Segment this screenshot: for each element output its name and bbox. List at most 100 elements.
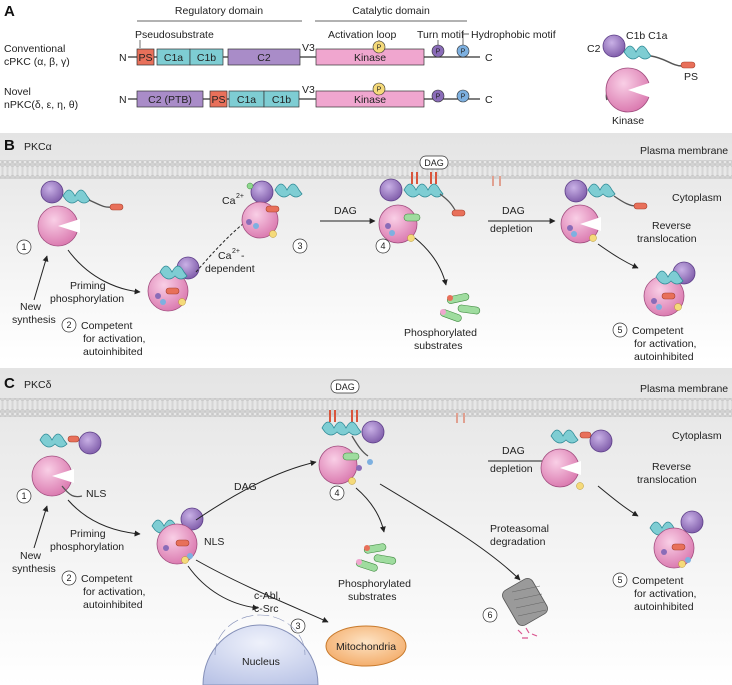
panel-a: A Regulatory domain Catalytic domain Pse… [4, 3, 698, 127]
plasma-membrane-b [0, 160, 732, 179]
step-5-c: 5 [617, 575, 622, 585]
ca-label-b: Ca [222, 195, 236, 207]
phosphorylated-substrates-c [355, 543, 397, 572]
competent-b5-1: Competent [632, 325, 683, 337]
competent-c-3: autoinhibited [83, 599, 143, 611]
svg-text:V3: V3 [302, 84, 315, 96]
cabl-label-1: c-Abl, [254, 590, 281, 602]
step-1-b: 1 [21, 242, 26, 252]
arrow-priming-b [67, 249, 141, 295]
competent-c5-1: Competent [632, 575, 683, 587]
activation-loop-label: Activation loop [328, 29, 396, 41]
new-synthesis-b-2: synthesis [12, 314, 56, 326]
panel-b: B PKCα Plasma membrane Cytoplasm 1 New s… [0, 133, 732, 363]
pkc-delta-state-4: DAG [318, 379, 385, 485]
arrow-proteasome [379, 483, 521, 581]
svg-text:P: P [436, 49, 441, 56]
residual-lipid-b [492, 176, 501, 186]
step-5-b: 5 [617, 325, 622, 335]
nls-label-1: NLS [86, 488, 106, 500]
arrow-nucleus [187, 565, 259, 611]
plasma-membrane-label-c: Plasma membrane [640, 383, 728, 395]
arrow-reverse-c [597, 485, 639, 517]
panel-b-label: B [4, 137, 15, 154]
v3-label: V3 [302, 42, 315, 54]
c1b-domain [189, 48, 224, 66]
arrow-substrates-c [355, 487, 386, 533]
pkc-delta-state-5 [649, 510, 704, 569]
pkc-alpha-state-4: DAG [378, 155, 466, 244]
nucleus-label: Nucleus [242, 656, 280, 668]
ca-dependent-b-1: Ca [218, 250, 232, 262]
pkc-delta-state-2 [151, 507, 204, 565]
svg-text:C: C [485, 94, 493, 106]
svg-text:P: P [461, 94, 466, 101]
competent-b5-3: autoinhibited [634, 351, 694, 363]
priming-c-1: Priming [70, 528, 106, 540]
panel-c: C PKCδ Plasma membrane Cytoplasm NLS 1 N… [0, 368, 732, 685]
cytoplasm-label-b: Cytoplasm [672, 192, 722, 204]
step-3-b: 3 [297, 241, 302, 251]
svg-text:C1a: C1a [237, 94, 256, 106]
svg-text:-: - [241, 250, 245, 262]
svg-text:C2 (PTB): C2 (PTB) [148, 94, 192, 106]
arrow-dag-c [195, 460, 317, 521]
svg-text:P: P [377, 45, 382, 52]
svg-text:2+: 2+ [232, 248, 240, 255]
conventional-domain-bar: N PS C1a C1b C2 V3 Kinase P P P C [119, 40, 493, 66]
pkc-alpha-state-5 [643, 261, 696, 317]
proteasome [502, 577, 548, 627]
phospho-c-2: substrates [348, 591, 396, 603]
svg-text:P: P [461, 49, 466, 56]
pkc-alpha-state-3 [241, 180, 303, 239]
turn-motif-label: Turn motif [417, 29, 464, 41]
kinase-domain [315, 48, 425, 66]
conventional-label-1: Conventional [4, 43, 65, 55]
competent-b5-2: for activation, [634, 338, 696, 350]
proteasomal-2: degradation [490, 536, 546, 548]
pkc-alpha-state-2 [147, 256, 200, 312]
ps-domain-novel [209, 90, 228, 108]
step-1-c: 1 [21, 491, 26, 501]
svg-text:PS: PS [138, 52, 152, 64]
arrow-reverse-b [597, 243, 639, 269]
pkc-delta-state-1 [31, 431, 102, 498]
cytoplasm-label-c: Cytoplasm [672, 430, 722, 442]
arrow-priming-c [67, 499, 141, 537]
c2-ptb-domain [136, 90, 204, 108]
new-synthesis-c-1: New [20, 550, 41, 562]
panel-b-title: PKCα [24, 141, 52, 153]
residual-lipid-c [456, 413, 465, 423]
novel-label-1: Novel [4, 86, 31, 98]
mitochondria: Mitochondria [325, 625, 407, 667]
reverse-c-1: Reverse [652, 461, 691, 473]
ca-dependent-b-2: dependent [205, 263, 255, 275]
hydrophobic-motif-label: Hydrophobic motif [471, 29, 556, 41]
step-2-c: 2 [66, 573, 71, 583]
phospho-b-2: substrates [414, 340, 462, 352]
regulatory-domain-label: Regulatory domain [175, 5, 263, 17]
phospho-b-1: Phosphorylated [404, 327, 477, 339]
activation-loop-phospho [372, 40, 386, 54]
svg-text:C1b: C1b [197, 52, 216, 64]
competent-c-1: Competent [81, 573, 132, 585]
dag-depletion-b-1: DAG [502, 205, 525, 217]
svg-text:N: N [119, 94, 127, 106]
svg-text:P: P [436, 94, 441, 101]
pkc-alpha-state-1 [37, 180, 124, 247]
pkc-alpha-reverse [560, 179, 648, 244]
competent-b-2: for activation, [83, 333, 145, 345]
plasma-membrane-c [0, 398, 732, 417]
plasma-membrane-label-b: Plasma membrane [640, 145, 728, 157]
arrow-new-synthesis-b [33, 255, 49, 301]
new-synthesis-b-1: New [20, 301, 41, 313]
svg-text:Kinase: Kinase [612, 115, 644, 127]
step-4-c: 4 [334, 488, 339, 498]
proteasomal-1: Proteasomal [490, 523, 549, 535]
svg-text:PS: PS [684, 71, 698, 83]
dag-box-c: DAG [335, 382, 355, 392]
dag-depletion-c-2: depletion [490, 463, 533, 475]
svg-text:C2: C2 [257, 52, 271, 64]
phosphorylated-substrates-b [439, 293, 481, 322]
